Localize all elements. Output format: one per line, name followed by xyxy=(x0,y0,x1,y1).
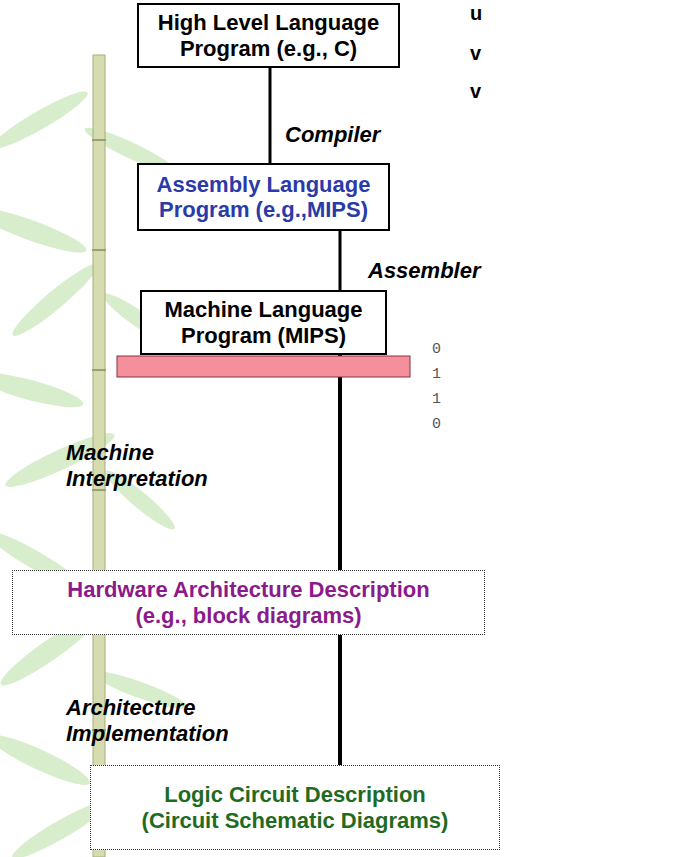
connector-line xyxy=(338,355,342,570)
connector-line xyxy=(339,231,342,290)
step-label: Assembler xyxy=(368,258,481,284)
step-label: Machine Interpretation xyxy=(66,440,211,493)
level-box: Machine Language Program (MIPS) xyxy=(140,290,387,355)
level-title: Hardware Architecture Description (e.g.,… xyxy=(66,577,432,628)
side-text: u xyxy=(470,2,482,25)
level-title: Machine Language Program (MIPS) xyxy=(163,297,365,348)
level-box: Logic Circuit Description (Circuit Schem… xyxy=(90,765,500,850)
side-text: 0 xyxy=(432,416,441,433)
side-text: v xyxy=(470,42,481,65)
side-text: 0 xyxy=(432,341,441,358)
interface-bar xyxy=(117,356,410,377)
side-text: 1 xyxy=(432,391,441,408)
level-box: Assembly Language Program (e.g.,MIPS) xyxy=(137,163,390,231)
level-title: Assembly Language Program (e.g.,MIPS) xyxy=(155,172,372,223)
level-box: High Level Language Program (e.g., C) xyxy=(137,3,400,68)
connector-line xyxy=(269,68,272,163)
level-title: High Level Language Program (e.g., C) xyxy=(156,10,381,61)
level-box: Hardware Architecture Description (e.g.,… xyxy=(12,570,485,635)
step-label: Architecture Implementation xyxy=(66,695,232,748)
side-text: 1 xyxy=(432,366,441,383)
step-label: Compiler xyxy=(285,122,380,148)
level-title: Logic Circuit Description (Circuit Schem… xyxy=(140,782,450,833)
side-text: v xyxy=(470,80,481,103)
connector-line xyxy=(338,635,342,765)
